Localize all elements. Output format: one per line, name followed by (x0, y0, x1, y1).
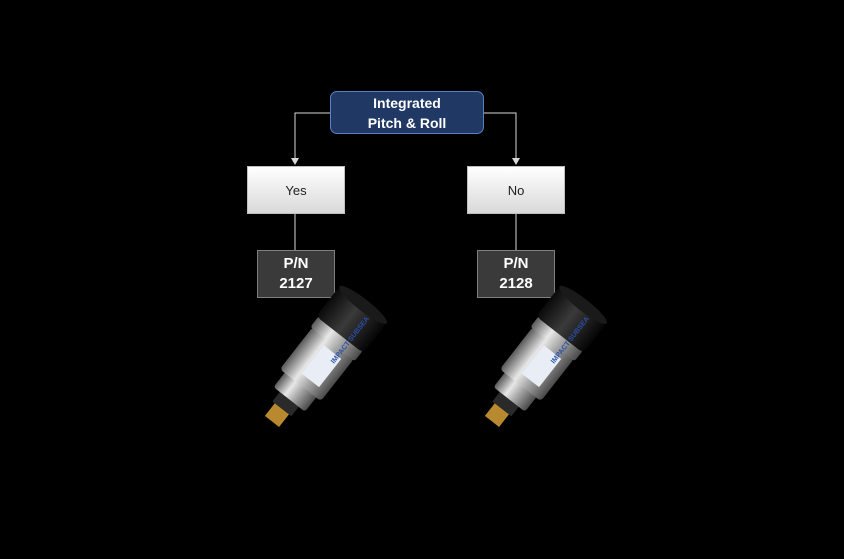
pn-number: 2127 (279, 275, 313, 292)
yes-label: Yes (285, 182, 307, 198)
no-label: No (507, 182, 525, 198)
part-number-2128: P/N 2128 (477, 250, 555, 298)
root-line-2: Pitch & Roll (367, 114, 447, 131)
pn-label: P/N (283, 255, 309, 272)
sensor-image: IMPACT SUBSEA (484, 285, 608, 428)
arrowhead-no (512, 158, 520, 165)
root-line-1: Integrated (373, 94, 441, 111)
root-node: Integrated Pitch & Roll (330, 91, 484, 134)
connector-root-to-no (484, 112, 517, 163)
sensor-image: IMPACT SUBSEA (264, 285, 388, 428)
pn-number: 2128 (499, 275, 533, 292)
no-node: No (467, 166, 565, 214)
connector-root-to-yes (294, 112, 330, 163)
arrowhead-yes (291, 158, 299, 165)
pn-label: P/N (503, 255, 529, 272)
part-number-2127: P/N 2127 (257, 250, 335, 298)
yes-node: Yes (247, 166, 345, 214)
